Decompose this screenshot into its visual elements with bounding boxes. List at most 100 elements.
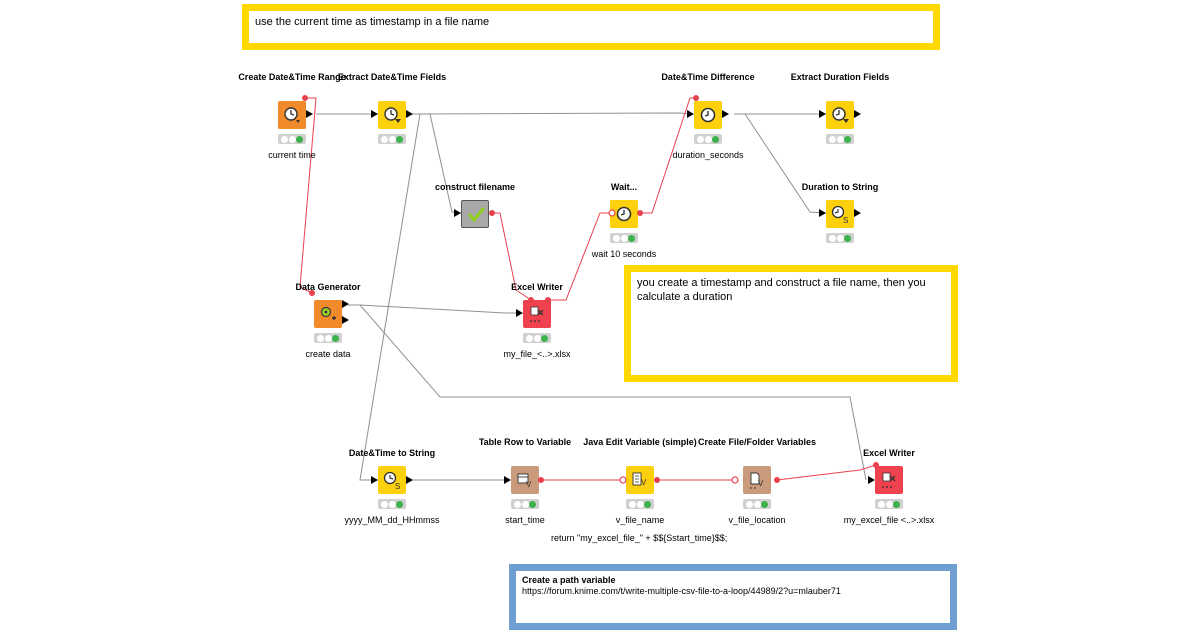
output-port [406, 110, 413, 118]
node-description: v_file_location [728, 515, 786, 525]
table-row-variable-icon: V [517, 473, 532, 489]
variable-port [774, 477, 780, 483]
annotation-top[interactable]: use the current time as timestamp in a f… [242, 4, 940, 50]
node-icon-box[interactable] [378, 101, 406, 129]
input-port [819, 110, 826, 118]
node-title: Extract Date&Time Fields [337, 72, 447, 82]
duration-string-icon: S [831, 205, 848, 225]
variable-port [489, 210, 495, 216]
input-port [868, 476, 875, 484]
variable-port [302, 95, 308, 101]
node-status-indicator [826, 134, 854, 144]
annotation-middle-text: you create a timestamp and construct a f… [637, 277, 926, 303]
node-icon-box[interactable] [278, 101, 306, 129]
annotation-bottom[interactable]: Create a path variable https://forum.kni… [509, 564, 957, 630]
node-description: v_file_name [615, 515, 665, 525]
output-port [306, 110, 313, 118]
node-description: start_time [505, 515, 545, 525]
node-icon-box[interactable] [610, 200, 638, 228]
node-status-indicator [511, 499, 539, 509]
variable-input-port [731, 476, 739, 484]
connection-difference-to-durationstring [734, 113, 827, 214]
node-status-indicator [278, 134, 306, 144]
node-description: wait 10 seconds [591, 249, 657, 259]
node-status-indicator [523, 333, 551, 343]
node-icon-box[interactable] [826, 101, 854, 129]
node-description: duration_seconds [672, 150, 744, 160]
node-title: Excel Writer [863, 448, 915, 458]
connection-extract-to-datetime-string [359, 113, 421, 481]
node-title: Wait... [610, 182, 638, 192]
excel-icon [530, 306, 544, 322]
node-title: Excel Writer [511, 282, 563, 292]
node-description: my_excel_file <..>.xlsx [843, 515, 935, 525]
annotation-bottom-url: https://forum.knime.com/t/write-multiple… [522, 586, 841, 596]
node-title: Java Edit Variable (simple) [583, 437, 697, 447]
node-icon-box[interactable]: S [378, 466, 406, 494]
node-status-indicator [378, 499, 406, 509]
node-title: Extract Duration Fields [790, 72, 890, 82]
node-title: construct filename [434, 182, 516, 192]
node-icon-box[interactable]: V [511, 466, 539, 494]
node-title: Duration to String [801, 182, 879, 192]
input-port [454, 209, 461, 217]
duration-extract-icon [832, 107, 849, 123]
variable-port [873, 462, 879, 468]
output-port [342, 316, 349, 324]
data-generator-icon [320, 306, 336, 320]
node-icon-box[interactable] [694, 101, 722, 129]
stopwatch-icon [700, 107, 716, 123]
file-folder-variable-icon: V [750, 472, 764, 489]
svg-text:V: V [641, 478, 647, 487]
node-icon-box[interactable] [523, 300, 551, 328]
java-edit-icon: V [632, 472, 647, 487]
stopwatch-icon [616, 206, 632, 222]
node-title: Table Row to Variable [478, 437, 572, 447]
output-port [406, 476, 413, 484]
node-icon-box[interactable] [875, 466, 903, 494]
datetime-string-icon: S [383, 471, 400, 491]
node-title: Date&Time Difference [661, 72, 755, 82]
output-port [854, 110, 861, 118]
node-icon-box[interactable]: V [743, 466, 771, 494]
node-status-indicator [694, 134, 722, 144]
input-port [504, 476, 511, 484]
node-icon-box[interactable] [314, 300, 342, 328]
variable-connection-excelwriter-to-wait [548, 212, 612, 301]
node-description: current time [268, 150, 316, 160]
variable-port [309, 290, 315, 296]
node-description: create data [305, 349, 351, 359]
variable-port [545, 297, 551, 303]
variable-port [528, 297, 534, 303]
node-description: my_file_<..>.xlsx [503, 349, 571, 359]
node-status-indicator [626, 499, 654, 509]
annotation-bottom-title: Create a path variable [522, 575, 616, 585]
input-port [371, 476, 378, 484]
svg-text:V: V [758, 479, 764, 488]
node-icon-box[interactable]: V [626, 466, 654, 494]
node-status-indicator [378, 134, 406, 144]
node-icon-box[interactable]: S [826, 200, 854, 228]
node-status-indicator [610, 233, 638, 243]
node-icon-box[interactable] [461, 200, 489, 228]
output-port [722, 110, 729, 118]
variable-port [637, 210, 643, 216]
svg-text:S: S [395, 482, 400, 491]
node-title: Data Generator [295, 282, 361, 292]
input-port [516, 309, 523, 317]
svg-text:S: S [843, 216, 848, 225]
node-title: Create Date&Time Range [238, 72, 346, 82]
input-port [371, 110, 378, 118]
variable-port [538, 477, 544, 483]
annotation-middle[interactable]: you create a timestamp and construct a f… [624, 265, 958, 382]
variable-input-port [619, 476, 627, 484]
variable-port [654, 477, 660, 483]
variable-connection-construct-to-excelwriter [492, 212, 532, 301]
node-status-indicator [826, 233, 854, 243]
connection-generator-to-excelwriter2 [348, 304, 867, 481]
input-port [687, 110, 694, 118]
variable-input-port [608, 209, 616, 217]
node-description: yyyy_MM_dd_HHmmss [344, 515, 440, 525]
node-status-indicator [875, 499, 903, 509]
